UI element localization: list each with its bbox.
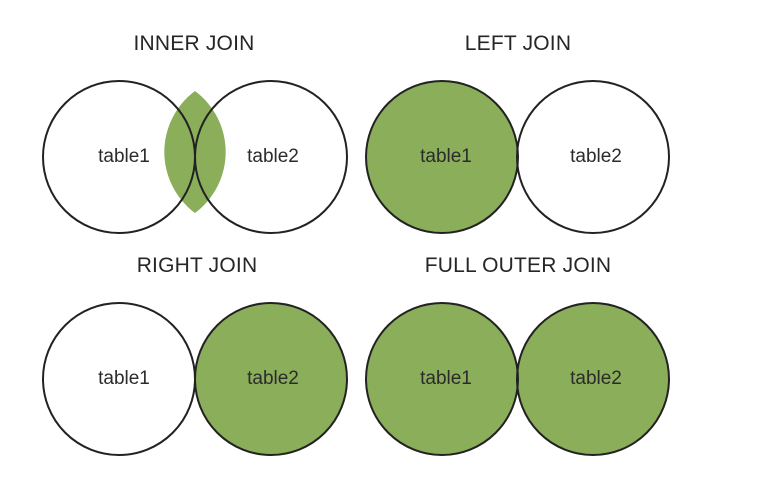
left-join-title: LEFT JOIN (465, 32, 571, 55)
left-join-table2-label: table2 (570, 146, 622, 167)
inner-join-table2-label: table2 (247, 146, 299, 167)
left-join-table1-label: table1 (420, 146, 472, 167)
inner-join-title: INNER JOIN (133, 32, 254, 55)
full-outer-join-title: FULL OUTER JOIN (425, 254, 612, 277)
full-outer-join-table2-label: table2 (570, 368, 622, 389)
right-join-table2-circle (194, 302, 348, 456)
full-outer-join-table1-label: table1 (420, 368, 472, 389)
left-join-table2-circle (516, 80, 670, 234)
full-outer-join-table2-circle (516, 302, 670, 456)
right-join-table1-label: table1 (98, 368, 150, 389)
inner-join-diagram: INNER JOIN table1 table2 (42, 32, 348, 234)
full-outer-join-diagram: FULL OUTER JOIN table1 table2 (365, 254, 670, 456)
full-outer-join-table2-region (517, 303, 669, 455)
right-join-diagram: RIGHT JOIN table1 table2 (42, 254, 348, 456)
full-outer-join-table1-region (366, 303, 518, 455)
inner-join-table1-label: table1 (98, 146, 150, 167)
right-join-table2-label: table2 (247, 368, 299, 389)
right-join-title: RIGHT JOIN (137, 254, 258, 277)
right-join-table2-region (195, 303, 347, 455)
inner-join-table2-circle (194, 80, 348, 234)
left-join-table1-region (366, 81, 518, 233)
left-join-diagram: LEFT JOIN table1 table2 (365, 32, 670, 234)
